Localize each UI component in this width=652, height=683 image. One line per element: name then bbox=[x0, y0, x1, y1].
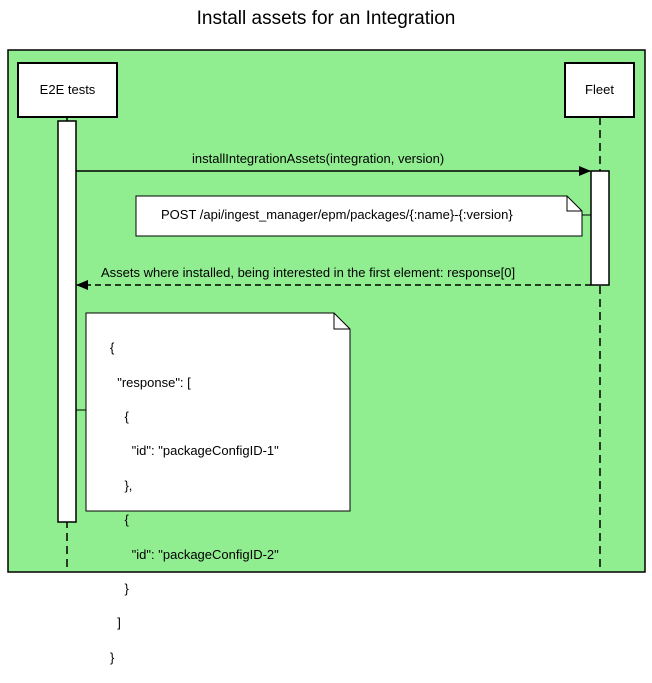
note-response-text: { "response": [ { "id": "packageConfigID… bbox=[110, 322, 279, 683]
message-response-label: Assets where installed, being interested… bbox=[101, 265, 516, 280]
note-request-box bbox=[135, 195, 583, 237]
note-request-fold bbox=[566, 196, 582, 212]
json-line: } bbox=[110, 581, 129, 597]
activation-fleet bbox=[590, 170, 610, 286]
message-request-label: installIntegrationAssets(integration, ve… bbox=[192, 151, 445, 166]
json-line: "id": "packageConfigID-1" bbox=[110, 443, 279, 459]
json-line: } bbox=[110, 649, 115, 665]
diagram-title: Install assets for an Integration bbox=[196, 8, 456, 29]
json-line: { bbox=[110, 512, 129, 528]
sequence-diagram bbox=[7, 49, 646, 573]
json-line: { bbox=[110, 409, 129, 425]
json-line: ] bbox=[110, 615, 121, 631]
json-line: "response": [ bbox=[110, 374, 191, 390]
note-response-fold bbox=[333, 313, 350, 330]
activation-e2e bbox=[57, 120, 77, 523]
json-line: { bbox=[110, 340, 115, 356]
json-line: "id": "packageConfigID-2" bbox=[110, 546, 279, 562]
json-line: }, bbox=[110, 477, 133, 493]
participant-e2e-box bbox=[17, 62, 118, 118]
participant-e2e-label: E2E tests bbox=[39, 82, 96, 97]
note-request-text: POST /api/ingest_manager/epm/packages/{:… bbox=[161, 207, 513, 222]
participant-fleet-box bbox=[564, 62, 635, 118]
participant-fleet-label: Fleet bbox=[585, 82, 614, 97]
note-response-box bbox=[85, 312, 351, 512]
